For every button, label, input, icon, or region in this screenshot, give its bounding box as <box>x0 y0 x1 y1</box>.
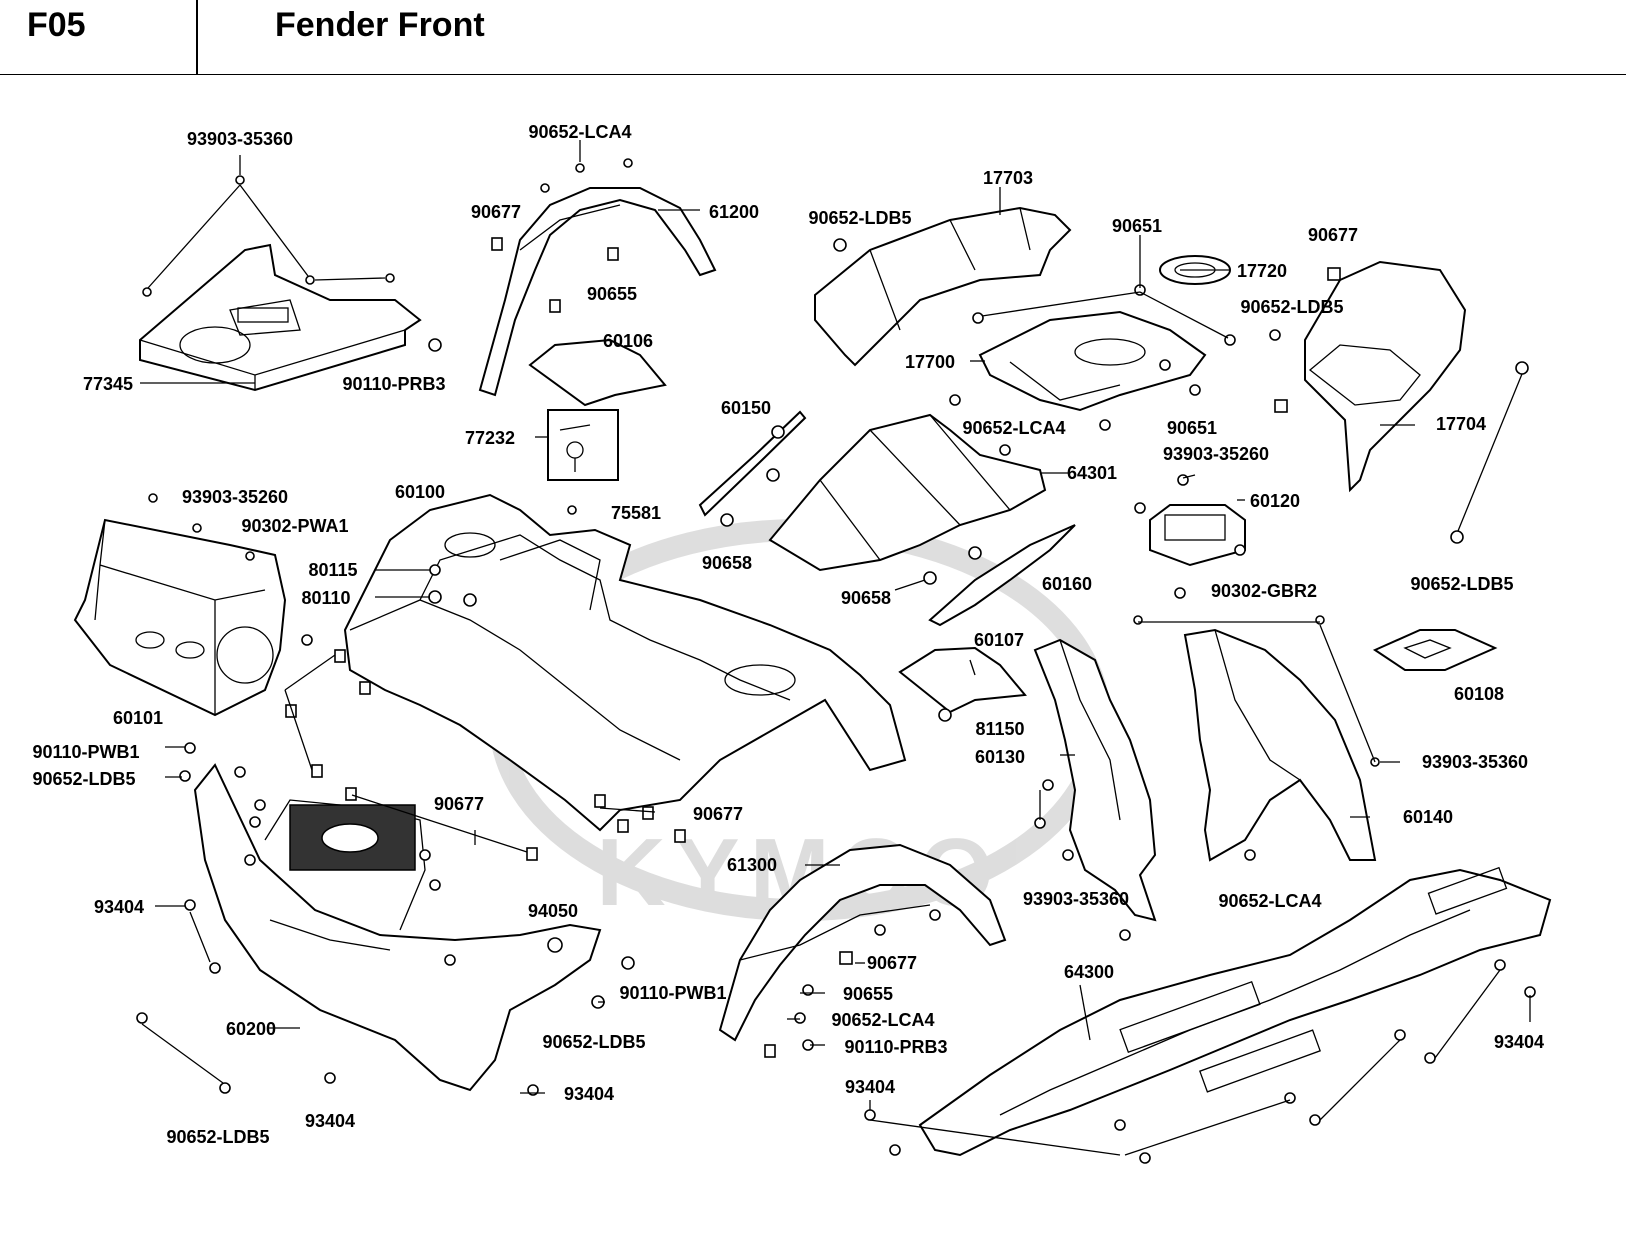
label-93903-35260-a: 93903-35260 <box>1163 444 1269 464</box>
label-93404-d: 93404 <box>564 1084 614 1104</box>
label-60106: 60106 <box>603 331 653 351</box>
label-90652-LDB5-e: 90652-LDB5 <box>542 1032 645 1052</box>
label-93404-e: 93404 <box>305 1111 355 1131</box>
label-90652-LDB5-a: 90652-LDB5 <box>808 208 911 228</box>
label-90658-b: 90658 <box>841 588 891 608</box>
label-93903-35360-a: 93903-35360 <box>187 129 293 149</box>
part-60107-cover <box>898 646 1027 714</box>
label-90651-b: 90651 <box>1167 418 1217 438</box>
part-60101-headlight-housing <box>73 518 287 717</box>
label-90651-a: 90651 <box>1112 216 1162 236</box>
label-17703: 17703 <box>983 168 1033 188</box>
label-90302-PWA1: 90302-PWA1 <box>241 516 348 536</box>
label-90655-b: 90655 <box>843 984 893 1004</box>
label-80110: 80110 <box>301 588 350 608</box>
part-60150-trim <box>698 410 807 517</box>
label-90652-LDB5-b: 90652-LDB5 <box>1240 297 1343 317</box>
label-64300: 64300 <box>1064 962 1114 982</box>
label-93404-b: 93404 <box>1494 1032 1544 1052</box>
label-77232: 77232 <box>465 428 515 448</box>
part-60130-inner-panel <box>1033 638 1157 922</box>
label-60150: 60150 <box>721 398 771 418</box>
label-90110-PRB3-b: 90110-PRB3 <box>844 1037 947 1057</box>
part-17700-tank-cover <box>978 310 1207 412</box>
label-90677-c: 90677 <box>434 794 484 814</box>
label-60100: 60100 <box>395 482 445 502</box>
part-60100-front-fender <box>343 493 907 832</box>
label-90652-LCA4-d: 90652-LCA4 <box>831 1010 934 1030</box>
label-90652-LDB5-c: 90652-LDB5 <box>1410 574 1513 594</box>
label-61300: 61300 <box>727 855 777 875</box>
label-80115: 80115 <box>308 560 357 580</box>
label-90110-PWB1-b: 90110-PWB1 <box>619 983 726 1003</box>
label-90110-PRB3-a: 90110-PRB3 <box>342 374 445 394</box>
part-60200-bumper <box>193 763 602 1092</box>
part-77345-cover <box>139 243 422 392</box>
page-code: F05 <box>27 6 86 44</box>
part-60140-inner-panel <box>1183 628 1377 862</box>
label-60108: 60108 <box>1454 684 1504 704</box>
label-17720: 17720 <box>1237 261 1287 281</box>
label-60120: 60120 <box>1250 491 1300 511</box>
part-60160-trim <box>928 524 1076 627</box>
label-90110-PWB1-a: 90110-PWB1 <box>32 742 139 762</box>
label-90677-a: 90677 <box>471 202 521 222</box>
label-90652-LDB5-f: 90652-LDB5 <box>166 1127 269 1147</box>
part-60106-cover <box>528 338 667 407</box>
label-60130: 60130 <box>975 747 1025 767</box>
label-77345: 77345 <box>83 374 133 394</box>
label-17704: 17704 <box>1436 414 1486 434</box>
label-94050: 94050 <box>528 901 578 921</box>
part-17703-top-cover <box>814 206 1072 367</box>
label-81150: 81150 <box>975 719 1024 739</box>
label-60140: 60140 <box>1403 807 1453 827</box>
label-90302-GBR2: 90302-GBR2 <box>1211 581 1317 601</box>
label-60107: 60107 <box>974 630 1024 650</box>
label-93404-c: 93404 <box>845 1077 895 1097</box>
leader-lines <box>140 140 1531 1156</box>
label-64301: 64301 <box>1067 463 1117 483</box>
label-61200: 61200 <box>709 202 759 222</box>
label-90677-b: 90677 <box>1308 225 1358 245</box>
header-divider <box>196 0 198 75</box>
label-17700: 17700 <box>905 352 955 372</box>
label-75581: 75581 <box>611 503 661 523</box>
label-90652-LDB5-d: 90652-LDB5 <box>32 769 135 789</box>
label-60160: 60160 <box>1042 574 1092 594</box>
header-bar: F05 Fender Front <box>0 0 1626 75</box>
label-93903-35360-c: 93903-35360 <box>1023 889 1129 909</box>
label-93404-a: 93404 <box>94 897 144 917</box>
label-60101: 60101 <box>113 708 163 728</box>
label-93903-35360-b: 93903-35360 <box>1422 752 1528 772</box>
label-90677-e: 90677 <box>867 953 917 973</box>
label-90658-a: 90658 <box>702 553 752 573</box>
page-title: Fender Front <box>275 6 485 44</box>
part-labels: 93903-35360 90652-LCA4 17703 90677 61200… <box>32 122 1544 1147</box>
part-61200-fender-arch <box>478 187 717 397</box>
label-90652-LCA4-b: 90652-LCA4 <box>962 418 1065 438</box>
part-17704-side-panel <box>1304 260 1467 493</box>
label-90677-d: 90677 <box>693 804 743 824</box>
part-60108-pad <box>1372 629 1498 671</box>
part-64300-skid-plate <box>918 866 1552 1157</box>
label-93903-35260-b: 93903-35260 <box>182 487 288 507</box>
label-90652-LCA4-c: 90652-LCA4 <box>1218 891 1321 911</box>
label-90652-LCA4-a: 90652-LCA4 <box>528 122 631 142</box>
fasteners <box>136 158 1536 1164</box>
part-77232-lock <box>547 409 619 481</box>
part-64301-cover <box>768 413 1047 572</box>
label-90655-a: 90655 <box>587 284 637 304</box>
part-60120-tray <box>1149 504 1246 567</box>
label-60200: 60200 <box>226 1019 276 1039</box>
part-61300-fender <box>718 843 1007 1042</box>
